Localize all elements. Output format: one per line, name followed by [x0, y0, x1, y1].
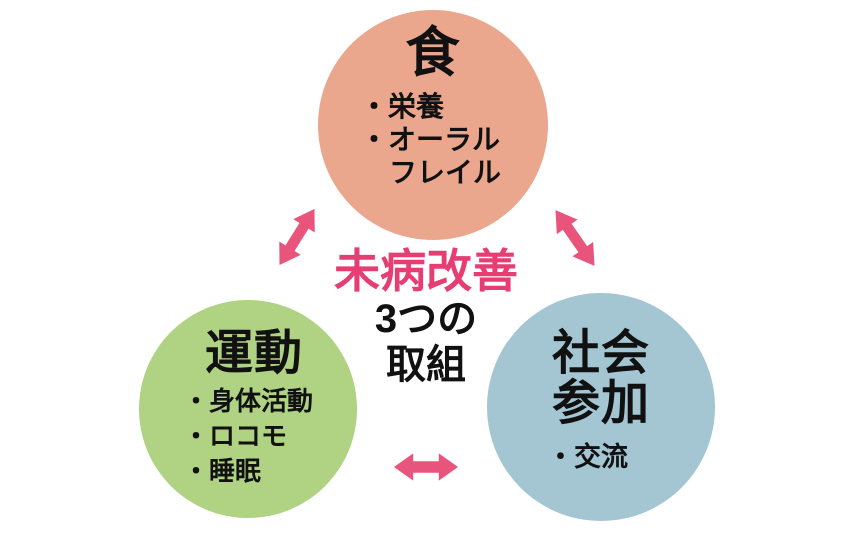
double-arrow-icon — [555, 210, 595, 266]
center-text-block: 未病改善 3つの 取組 — [326, 246, 526, 388]
food-title: 食 — [405, 23, 461, 83]
exercise-item-locomo: ・ロコモ — [183, 421, 288, 451]
food-item-oral-frail-line2: フレイル — [389, 157, 502, 188]
center-subtitle-line1: 3つの — [374, 297, 478, 341]
center-subtitle-line2: 取組 — [386, 343, 466, 387]
exercise-item-sleep: ・睡眠 — [183, 456, 262, 486]
exercise-title: 運動 — [204, 327, 303, 380]
center-title: 未病改善 — [334, 245, 518, 297]
circle-social-participation: 社会参加 ・交流 — [487, 293, 715, 521]
social-title-line2: 参加 — [551, 377, 650, 430]
food-bullet-list: ・栄養 ・オーラル フレイル — [360, 90, 501, 189]
double-arrow-shape — [555, 210, 595, 266]
double-arrow-icon — [279, 209, 315, 265]
circle-exercise: 運動 ・身体活動 ・ロコモ ・睡眠 — [139, 300, 357, 518]
food-item-nutrition: ・栄養 — [360, 91, 445, 122]
social-title-line1: 社会 — [551, 327, 650, 380]
food-item-oral-frail-line1: ・オーラル — [360, 124, 501, 155]
double-arrow-shape — [394, 453, 458, 481]
double-arrow-shape — [279, 209, 315, 265]
social-bullet-list: ・交流 — [547, 441, 628, 473]
circle-food: 食 ・栄養 ・オーラル フレイル — [318, 10, 548, 240]
social-title: 社会参加 — [487, 329, 715, 429]
exercise-bullet-list: ・身体活動 ・ロコモ ・睡眠 — [183, 384, 313, 489]
social-item-exchange: ・交流 — [547, 442, 628, 472]
double-arrow-icon — [394, 453, 458, 481]
exercise-item-physical-activity: ・身体活動 — [183, 386, 314, 416]
